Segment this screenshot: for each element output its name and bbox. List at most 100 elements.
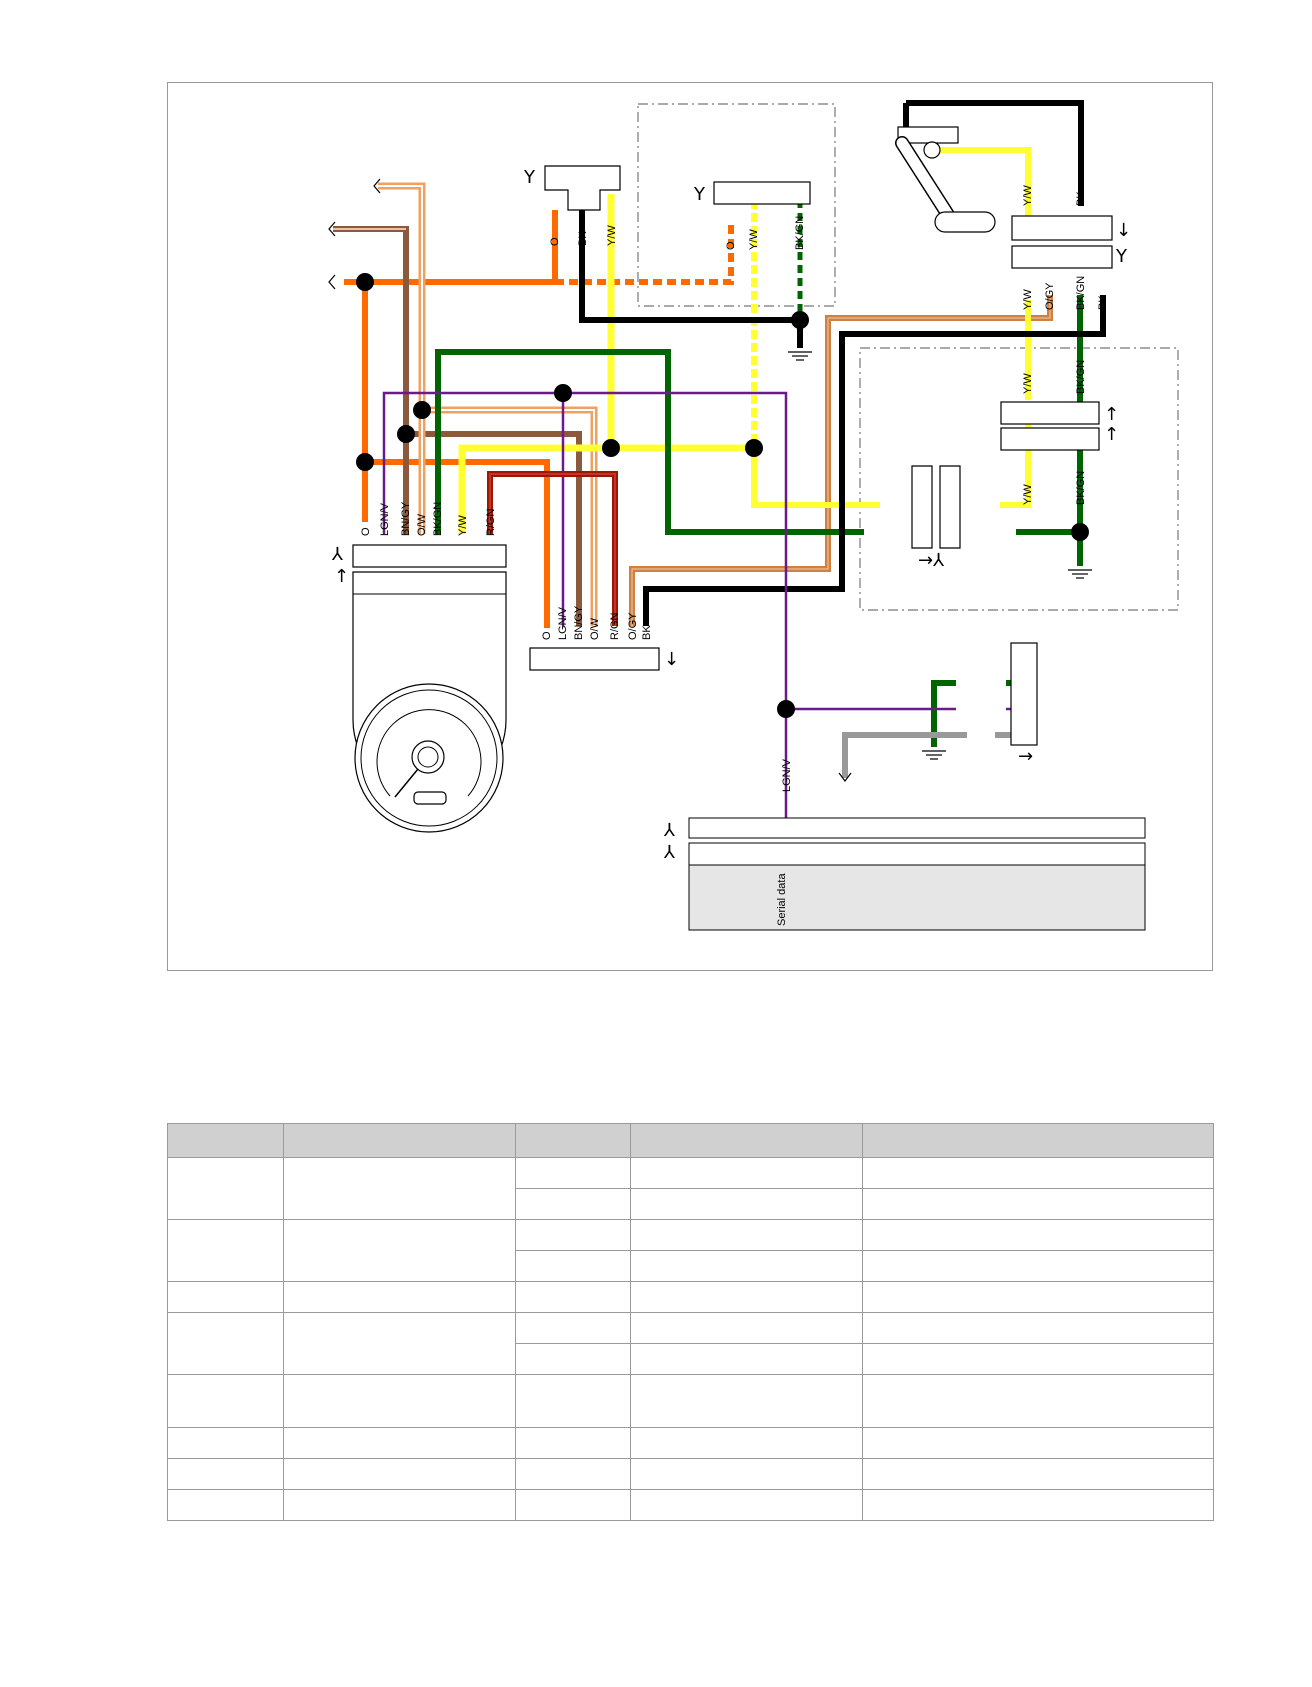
table-cell: [630, 1250, 863, 1282]
legend-table: [167, 1123, 1214, 1521]
harness-connector: ↓: [529, 647, 679, 671]
junction-dot: [1071, 523, 1089, 541]
table-cell: [515, 1427, 631, 1459]
wire-label-gauge: O: [360, 527, 372, 536]
table-cell: [515, 1458, 631, 1490]
table-cell: [167, 1458, 284, 1490]
wire-label-sender-bottom: BK/GN: [1075, 276, 1087, 310]
svg-text:↑: ↑: [1104, 424, 1119, 445]
wire-label-gauge: LGN/V: [379, 502, 391, 536]
splice-connector: →⅄: [911, 465, 961, 571]
table-row: [167, 1219, 1214, 1282]
table-cell: [515, 1188, 631, 1220]
svg-text:↓: ↓: [1116, 220, 1131, 241]
wire-label-gauge: BK/GN: [432, 502, 444, 536]
svg-text:↑: ↑: [334, 566, 349, 587]
junction-dot: [602, 439, 620, 457]
table-header-row: [167, 1123, 1214, 1158]
table-cell: [630, 1343, 863, 1375]
wire-label-connector: BN/GY: [573, 605, 585, 640]
table-cell: [630, 1458, 863, 1490]
wire-label-relay-top: Y/W: [748, 229, 760, 250]
table-row: [167, 1281, 1214, 1313]
table-header-cell: [283, 1123, 516, 1158]
table-row: [168, 1250, 1214, 1282]
table-cell: [862, 1427, 1214, 1459]
junction-dot: [791, 311, 809, 329]
wire-label-connector: LGN/V: [557, 606, 569, 640]
wire-label-sender-bottom: O/GY: [1044, 282, 1056, 310]
svg-text:Y: Y: [523, 167, 536, 188]
table-cell: [862, 1343, 1214, 1375]
table-row: [167, 1374, 1214, 1428]
junction-dot: [745, 439, 763, 457]
sender-connector: ↓ Y: [1011, 215, 1131, 269]
ecu-module: ⅄ ⅄: [664, 817, 1146, 931]
wire-label-gauge: BN/GY: [400, 501, 412, 536]
table-header-cell: [167, 1123, 284, 1158]
table-cell: [167, 1312, 284, 1375]
table-header-cell: [630, 1123, 863, 1158]
svg-text:⅄: ⅄: [332, 544, 344, 565]
wire-label-switch-top: Y/W: [606, 225, 618, 246]
wire-label-gauge: O/W: [416, 513, 428, 536]
table-row: [167, 1458, 1214, 1490]
fuel-sender: [895, 126, 996, 233]
junction-dot: [413, 401, 431, 419]
table-cell: [862, 1374, 1214, 1428]
wire-label-sender-top: BK: [1075, 191, 1087, 206]
table-cell: [862, 1157, 1214, 1189]
table-cell: [862, 1458, 1214, 1490]
wire-label-relay-top: O: [725, 241, 737, 250]
relay-enclosure: [637, 103, 836, 307]
speedometer-gauge: ⅄ ↑: [332, 544, 507, 833]
wire-label-gauge: R/GN: [485, 508, 497, 536]
wire-label-sender-bottom: BK: [1097, 295, 1109, 310]
table-cell: [515, 1219, 631, 1251]
table-cell: [630, 1489, 863, 1521]
svg-text:↓: ↓: [664, 649, 679, 670]
wire-label-switch-top: BK: [577, 231, 589, 246]
wire-label-module-mid: BK/GN: [1075, 360, 1087, 394]
svg-text:Y: Y: [1115, 246, 1128, 267]
table-cell: [283, 1281, 516, 1313]
svg-text:Y: Y: [693, 184, 706, 205]
table-cell: [862, 1312, 1214, 1344]
table-cell: [630, 1312, 863, 1344]
ignition-switch-connector: Y: [523, 165, 621, 211]
wire-label-sender-bottom: Y/W: [1022, 289, 1034, 310]
ecu-serial-data-label: Serial data: [776, 873, 788, 926]
diagram-frame: [167, 82, 1213, 971]
table-row: [167, 1489, 1214, 1521]
wiring-diagram: Y Y ↓ Y ↑ ↑ →⅄: [167, 82, 1213, 971]
svg-text:→⅄: →⅄: [918, 550, 945, 571]
module-enclosure: [859, 347, 1179, 611]
wire-label-relay-top: BK/GN: [794, 216, 806, 250]
table-cell: [167, 1281, 284, 1313]
table-cell: [283, 1489, 516, 1521]
table-cell: [630, 1374, 863, 1428]
table-cell: [515, 1489, 631, 1521]
table-cell: [515, 1281, 631, 1313]
sensor-connector: →: [1010, 642, 1038, 767]
wire-label-switch-top: O: [549, 237, 561, 246]
module-connector: ↑ ↑: [1000, 401, 1119, 451]
table-header-cell: [862, 1123, 1214, 1158]
wire-label-connector: O: [541, 631, 553, 640]
wire-label-gauge: Y/W: [457, 515, 469, 536]
svg-text:⅄: ⅄: [664, 820, 676, 841]
table-cell: [630, 1281, 863, 1313]
table-header-cell: [515, 1123, 631, 1158]
wire-label-connector: BK: [641, 625, 653, 640]
table-cell: [862, 1188, 1214, 1220]
table-cell: [167, 1219, 284, 1282]
junction-dot: [397, 425, 415, 443]
table-cell: [515, 1250, 631, 1282]
wire-label-connector: R/GN: [609, 612, 621, 640]
table-cell: [630, 1219, 863, 1251]
table-cell: [283, 1427, 516, 1459]
table-row: [167, 1157, 1214, 1220]
wire-label-connector: O/W: [589, 617, 601, 640]
relay-connector: Y: [693, 181, 811, 205]
table-cell: [515, 1343, 631, 1375]
